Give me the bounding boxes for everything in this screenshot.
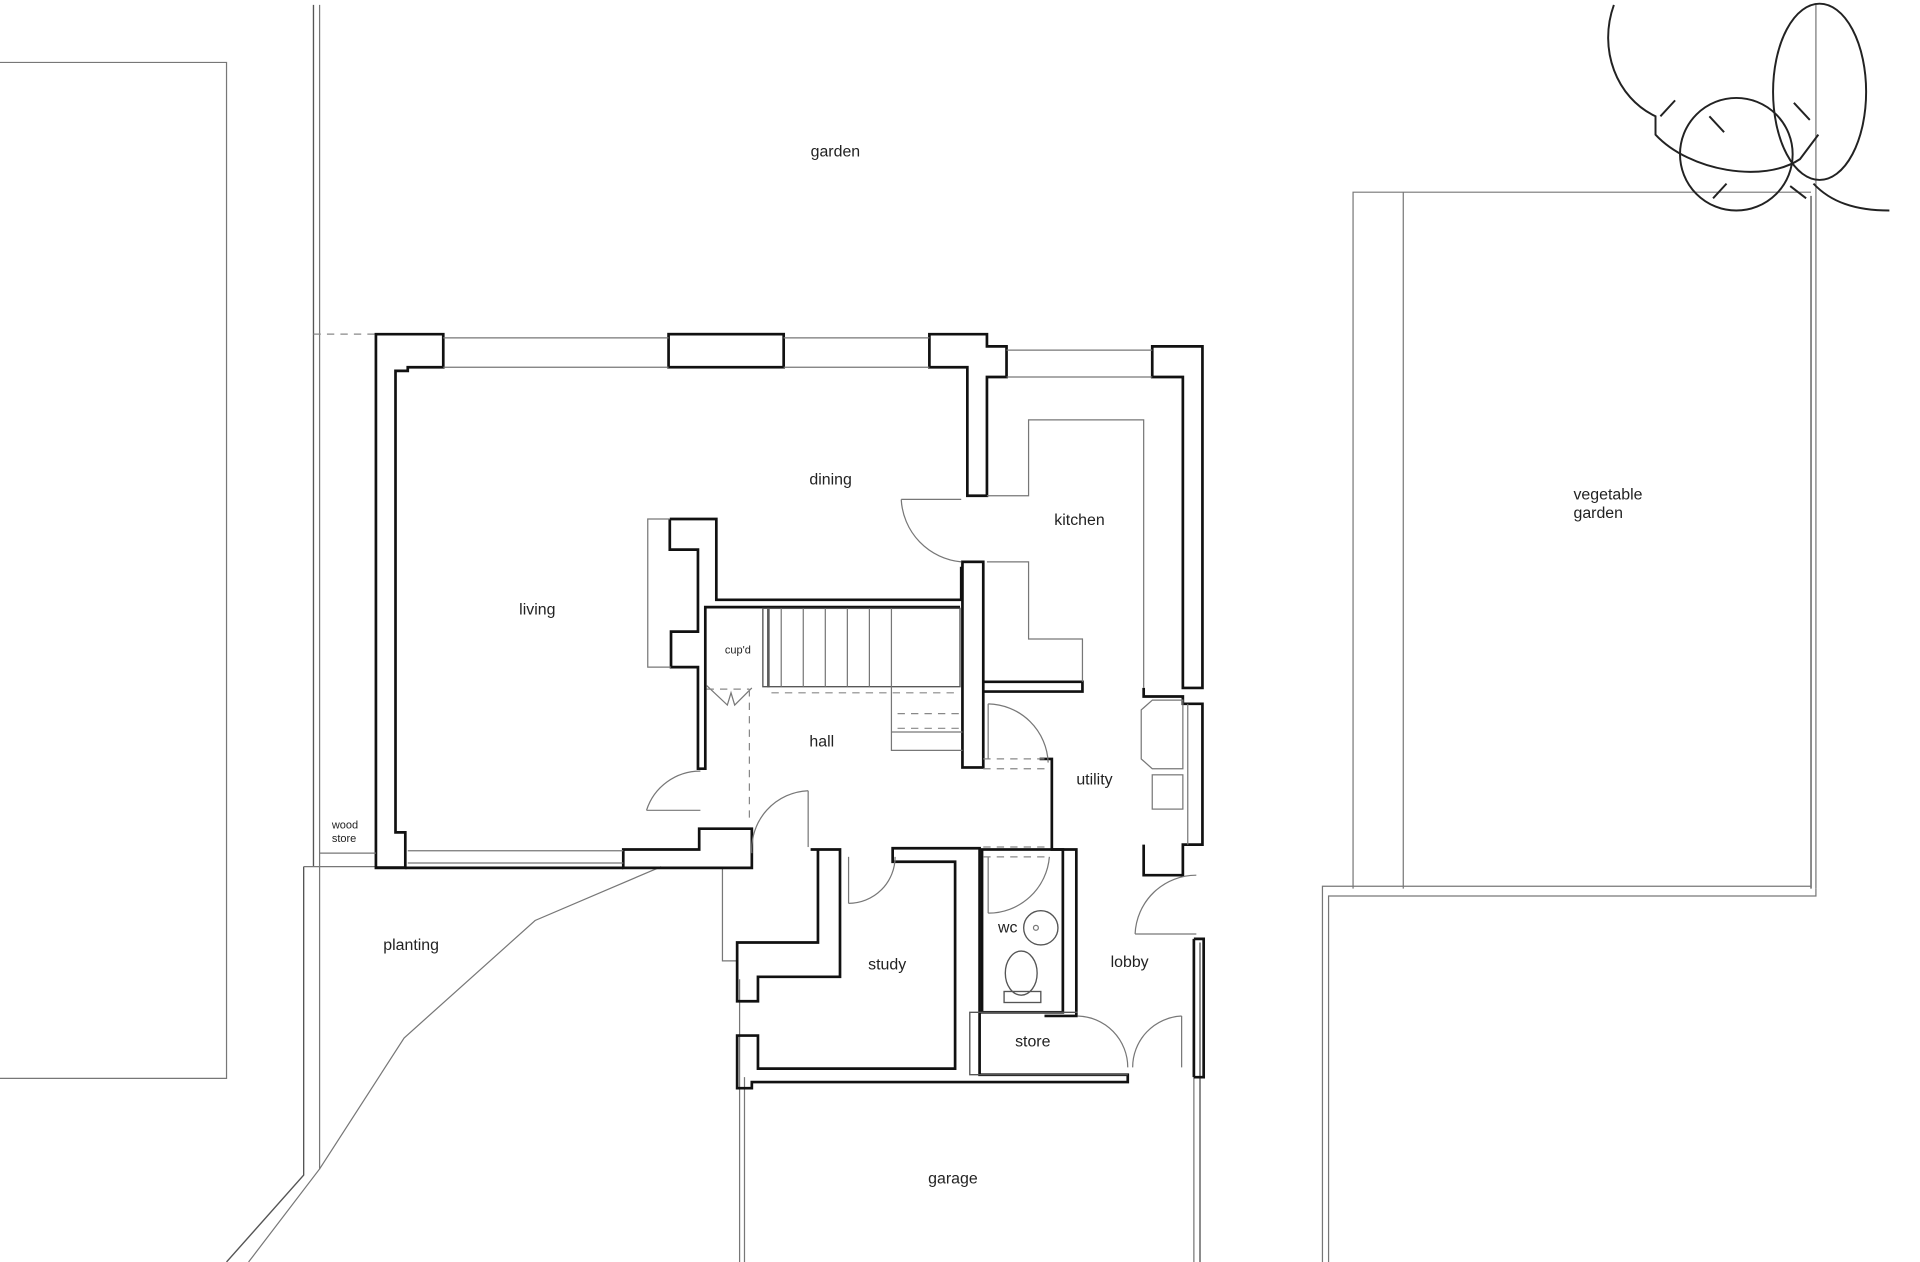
label-vegetable-garden: garden (1573, 505, 1623, 522)
door-swings (645, 498, 1197, 1068)
label-vegetable: vegetable (1573, 486, 1642, 503)
label-planting: planting (383, 937, 439, 954)
stair-symbol (762, 607, 963, 751)
toilet-symbol (1003, 950, 1042, 1004)
site-boundaries (0, 4, 1817, 1262)
room-labels: garden dining kitchen living cup'd hall … (331, 144, 1643, 1188)
fittings (319, 337, 1189, 864)
label-cupd: cup'd (725, 645, 751, 657)
label-hall: hall (809, 734, 834, 751)
label-wood-store: store (332, 833, 356, 845)
wc-fittings (1003, 910, 1059, 1004)
basin-symbol (1023, 910, 1059, 946)
tree-symbol (1607, 2, 1890, 212)
label-garage: garage (928, 1171, 978, 1188)
label-lobby: lobby (1111, 954, 1149, 971)
label-garden: garden (811, 144, 861, 161)
label-store: store (1015, 1034, 1051, 1051)
walls (374, 332, 1206, 1090)
label-utility: utility (1076, 772, 1112, 789)
label-study: study (868, 956, 906, 973)
label-kitchen: kitchen (1054, 512, 1104, 529)
label-wc: wc (997, 920, 1017, 937)
label-wood: wood (331, 820, 358, 832)
label-dining: dining (809, 472, 851, 489)
label-living: living (519, 601, 555, 618)
